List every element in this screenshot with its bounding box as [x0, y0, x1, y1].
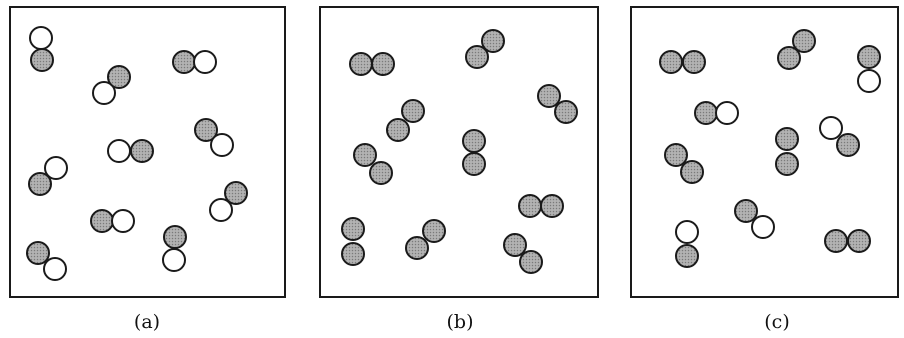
molecule-b-6 — [353, 143, 393, 185]
shaded-atom — [481, 29, 505, 53]
shaded-atom — [680, 160, 704, 184]
molecule-a-7 — [90, 209, 135, 233]
shaded-atom — [775, 152, 799, 176]
molecule-a-4 — [28, 156, 68, 196]
open-atom — [43, 257, 67, 281]
open-atom — [193, 50, 217, 74]
shaded-atom — [503, 233, 527, 257]
molecule-c-4 — [694, 101, 739, 125]
shaded-atom — [224, 181, 248, 205]
open-atom — [92, 81, 116, 105]
molecule-c-1 — [659, 50, 706, 74]
shaded-atom — [518, 194, 542, 218]
shaded-atom — [405, 236, 429, 260]
molecule-a-5 — [107, 139, 154, 163]
open-atom — [819, 116, 843, 140]
shaded-atom — [90, 209, 114, 233]
molecule-c-3 — [857, 45, 881, 93]
shaded-atom — [775, 127, 799, 151]
shaded-atom — [857, 45, 881, 69]
panel-a-frame — [9, 6, 286, 298]
molecule-c-2 — [777, 29, 816, 70]
open-atom — [857, 69, 881, 93]
molecule-c-6 — [819, 116, 860, 157]
molecule-a-2 — [92, 65, 131, 105]
molecule-b-10 — [503, 233, 543, 274]
molecule-c-5 — [775, 127, 799, 176]
shaded-atom — [26, 241, 50, 265]
shaded-atom — [28, 172, 52, 196]
shaded-atom — [341, 217, 365, 241]
molecule-b-5 — [462, 129, 486, 176]
open-atom — [111, 209, 135, 233]
shaded-atom — [30, 48, 54, 72]
open-atom — [751, 215, 775, 239]
shaded-atom — [130, 139, 154, 163]
molecule-layer — [26, 26, 881, 281]
panel-a-caption: (a) — [133, 311, 161, 333]
panel-b-frame — [319, 6, 599, 298]
molecule-a-9 — [209, 181, 248, 222]
molecule-b-8 — [341, 217, 365, 266]
molecule-a-3 — [172, 50, 217, 74]
shaded-atom — [386, 118, 410, 142]
molecule-b-1 — [349, 52, 395, 76]
molecule-c-9 — [675, 220, 699, 268]
shaded-atom — [422, 219, 446, 243]
shaded-atom — [694, 101, 718, 125]
shaded-atom — [824, 229, 848, 253]
panel-b-caption: (b) — [446, 311, 474, 333]
panel-c-caption: (c) — [764, 311, 790, 333]
open-atom — [210, 133, 234, 157]
molecule-a-1 — [29, 26, 54, 72]
molecule-a-8 — [162, 225, 187, 272]
shaded-atom — [777, 46, 801, 70]
molecule-b-7 — [518, 194, 564, 218]
open-atom — [107, 139, 131, 163]
open-atom — [675, 220, 699, 244]
molecule-b-3 — [537, 84, 578, 124]
shaded-atom — [462, 152, 486, 176]
shaded-atom — [341, 242, 365, 266]
shaded-atom — [519, 250, 543, 274]
shaded-atom — [847, 229, 871, 253]
shaded-atom — [349, 52, 373, 76]
shaded-atom — [371, 52, 395, 76]
shaded-atom — [194, 118, 218, 142]
shaded-atom — [554, 100, 578, 124]
molecule-a-10 — [26, 241, 67, 281]
shaded-atom — [682, 50, 706, 74]
shaded-atom — [163, 225, 187, 249]
molecule-b-9 — [405, 219, 446, 260]
molecule-c-10 — [824, 229, 871, 253]
shaded-atom — [537, 84, 561, 108]
shaded-atom — [664, 143, 688, 167]
open-atom — [715, 101, 739, 125]
molecule-a-6 — [194, 118, 234, 157]
shaded-atom — [659, 50, 683, 74]
molecule-b-2 — [465, 29, 505, 69]
molecule-b-4 — [386, 99, 425, 142]
shaded-atom — [107, 65, 131, 89]
shaded-atom — [675, 244, 699, 268]
panel-c-frame — [630, 6, 899, 298]
shaded-atom — [734, 199, 758, 223]
open-atom — [29, 26, 53, 50]
open-atom — [209, 198, 233, 222]
shaded-atom — [172, 50, 196, 74]
shaded-atom — [792, 29, 816, 53]
molecule-c-8 — [734, 199, 775, 239]
open-atom — [44, 156, 68, 180]
shaded-atom — [465, 45, 489, 69]
molecule-c-7 — [664, 143, 704, 184]
shaded-atom — [462, 129, 486, 153]
shaded-atom — [353, 143, 377, 167]
shaded-atom — [540, 194, 564, 218]
open-atom — [162, 248, 186, 272]
shaded-atom — [401, 99, 425, 123]
shaded-atom — [836, 133, 860, 157]
shaded-atom — [369, 161, 393, 185]
